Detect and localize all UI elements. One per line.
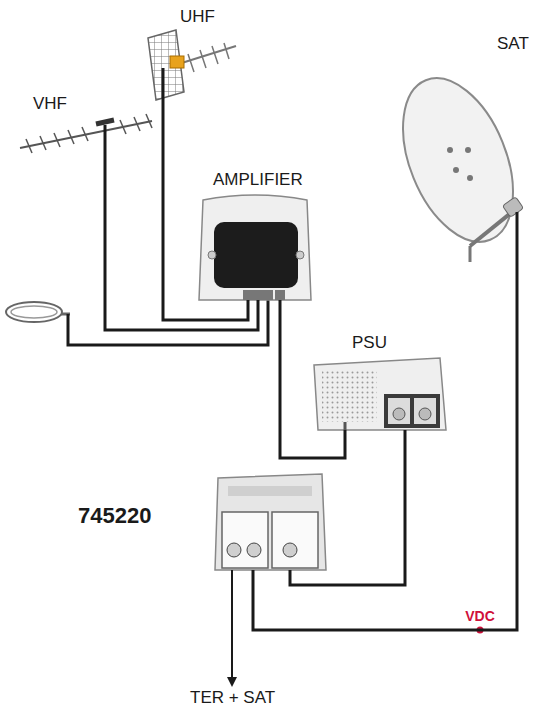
uhf-antenna-part (224, 43, 229, 59)
amplifier-housing-part (199, 195, 311, 300)
satellite-dish-part (470, 212, 512, 246)
coax-cable (290, 430, 405, 585)
psu-housing-part (419, 408, 431, 420)
psu-housing-part (384, 394, 440, 428)
voltage-label: VDC (463, 608, 497, 624)
psu-node: PSU (310, 333, 450, 430)
satellite-dish-part (516, 212, 519, 295)
satellite-dish-part (465, 147, 471, 153)
satellite-dish-node: SAT (405, 30, 545, 295)
diplexer-device (215, 474, 326, 570)
satellite-dish-part (453, 167, 459, 173)
vhf-antenna-part (26, 139, 32, 153)
vhf-antenna-part (20, 121, 152, 148)
device-label: 745220 (78, 503, 151, 529)
amplifier-housing-part (208, 251, 216, 259)
device-label: SAT (497, 34, 529, 54)
psu-housing-part (414, 398, 436, 424)
vhf-antenna-part (134, 117, 140, 131)
loop-antenna (6, 300, 268, 345)
satellite-dish-part (447, 147, 453, 153)
diplexer-device-part (228, 486, 312, 496)
vhf-antenna (20, 114, 152, 153)
coax-cable (163, 110, 248, 320)
satellite-dish-part (469, 246, 472, 262)
uhf-antenna-node: UHF (135, 5, 240, 110)
amplifier-housing-part (275, 290, 285, 300)
diplexer-device-part (227, 543, 241, 557)
vhf-antenna-part (146, 114, 152, 128)
device-label: VHF (33, 94, 67, 114)
coax-cable (280, 300, 345, 458)
amplifier-housing-part (253, 290, 263, 300)
psu-housing-part (344, 422, 347, 430)
vhf-antenna-part (68, 130, 74, 144)
satellite-dish-part (502, 197, 523, 218)
psu-housing-part (314, 358, 446, 430)
vhf-antenna-part (104, 125, 107, 150)
psu-housing (314, 358, 446, 430)
diplexer-node: 745220 (72, 470, 330, 570)
vhf-antenna-part (96, 120, 114, 124)
uhf-antenna-part (188, 54, 194, 72)
vhf-antenna-node: VHF (15, 92, 160, 150)
satellite-dish (381, 62, 534, 295)
vhf-antenna-part (120, 120, 126, 134)
amplifier-housing-part (296, 251, 304, 259)
amplifier-housing (199, 195, 311, 300)
uhf-antenna-part (170, 56, 184, 68)
satellite-dish-part (381, 62, 534, 257)
uhf-antenna (148, 30, 236, 110)
psu-housing-part (388, 398, 410, 424)
vhf-antenna-part (54, 133, 60, 147)
loop-antenna-part (11, 306, 57, 318)
vhf-antenna-part (40, 136, 46, 150)
amplifier-housing-part (214, 222, 298, 288)
diplexer-device-part (272, 512, 318, 568)
amplifier-node: AMPLIFIER (195, 168, 325, 300)
diplexer-device-part (247, 543, 261, 557)
output-arrow-part (231, 570, 233, 682)
uhf-antenna-part (162, 68, 165, 110)
output-label: TER + SAT (190, 688, 275, 708)
device-label: PSU (352, 333, 387, 353)
device-label: UHF (180, 7, 215, 27)
output-arrow (232, 570, 233, 682)
diplexer-device-part (222, 512, 268, 568)
loop-antenna-part (6, 302, 62, 322)
satellite-dish-part (467, 175, 473, 181)
coax-cable (253, 295, 517, 630)
vhf-antenna-part (82, 127, 88, 141)
diplexer-device-part (283, 543, 297, 557)
amplifier-housing-part (263, 290, 273, 300)
amplifier-housing-part (243, 290, 253, 300)
uhf-antenna-part (212, 46, 218, 64)
device-label: AMPLIFIER (213, 170, 303, 190)
uhf-antenna-part (200, 50, 206, 68)
psu-housing-part (322, 370, 377, 422)
loop-antenna-part (68, 300, 268, 345)
uhf-antenna-part (148, 30, 184, 100)
psu-housing-part (393, 408, 405, 420)
diplexer-device-part (215, 474, 326, 570)
